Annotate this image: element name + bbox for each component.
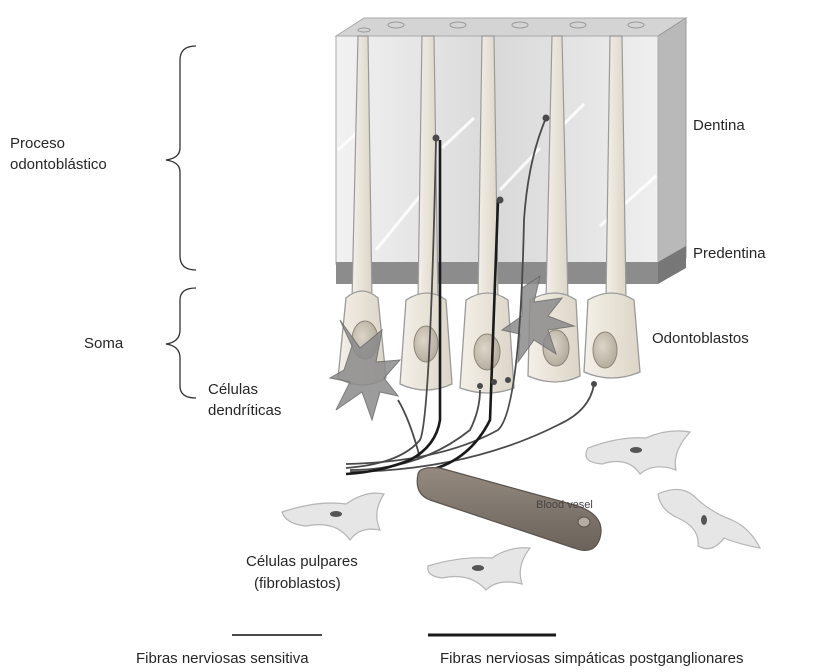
legend-sensitiva-label: Fibras nerviosas sensitiva [136, 650, 309, 667]
legend-simpaticas-label: Fibras nerviosas simpáticas postganglion… [440, 650, 743, 667]
label-dentina: Dentina [693, 116, 745, 136]
label-blood-vessel: Blood vesel [536, 499, 593, 511]
label-celulas-dendriticas-2: dendríticas [208, 401, 281, 421]
label-pulpares-2: (fibroblastos) [254, 574, 341, 594]
label-proceso-1: Proceso [10, 134, 65, 154]
soma-bracket [166, 288, 196, 398]
label-celulas-dendriticas-1: Células [208, 380, 258, 400]
label-soma: Soma [84, 334, 123, 354]
label-predentina: Predentina [693, 244, 766, 264]
label-odontoblastos: Odontoblastos [652, 329, 749, 349]
label-proceso-2: odontoblástico [10, 155, 107, 175]
label-pulpares-1: Células pulpares [246, 552, 358, 572]
proceso-bracket [166, 46, 196, 270]
dentin-block [336, 18, 686, 276]
